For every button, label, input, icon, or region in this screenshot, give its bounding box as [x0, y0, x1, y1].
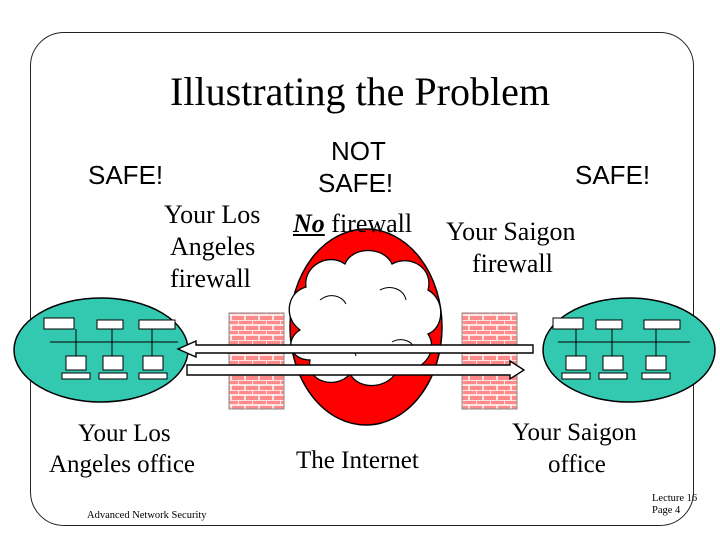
slide-frame — [30, 32, 694, 526]
la-firewall-wall — [228, 312, 285, 410]
computer-icon — [102, 355, 124, 371]
la-network-devices — [43, 317, 178, 380]
la-lan-oval — [13, 297, 189, 403]
hub-icon — [96, 319, 124, 330]
la-firewall-label-line2: Angeles — [170, 232, 256, 261]
no-emphasis: No — [293, 209, 325, 238]
saigon-firewall-label-line2: firewall — [472, 249, 553, 278]
computer-icon — [565, 355, 587, 371]
server-icon — [643, 319, 681, 330]
saigon-office-label-line1: Your Saigon — [512, 419, 637, 446]
arrow-to-saigon — [186, 359, 526, 381]
saigon-network-devices — [552, 317, 690, 380]
arrow-to-la — [176, 339, 534, 359]
la-office-label-line2: Angeles office — [49, 451, 196, 478]
no-firewall-label: No firewall — [293, 210, 412, 237]
saigon-firewall-label-line1: Your Saigon — [446, 217, 576, 246]
la-firewall-label-line1: Your Los — [164, 200, 261, 229]
not-safe-line1: NOT — [331, 136, 386, 166]
safe-right-label: SAFE! — [575, 160, 651, 190]
la-office-label-line1: Your Los — [78, 420, 171, 447]
safe-left-label: SAFE! — [88, 160, 164, 190]
computer-icon — [645, 355, 667, 371]
server-icon — [43, 317, 75, 330]
course-footer: Advanced Network Security — [87, 510, 207, 521]
lecture-number: Lecture 16 — [652, 493, 698, 504]
page-number: Page 4 — [652, 505, 681, 517]
computer-icon — [602, 355, 624, 371]
server-icon — [552, 317, 584, 330]
saigon-lan-oval — [542, 297, 716, 403]
server-icon — [138, 319, 176, 330]
la-firewall-label-line3: firewall — [170, 264, 251, 293]
slide-title: Illustrating the Problem — [170, 69, 550, 114]
internet-label: The Internet — [296, 447, 419, 474]
hub-icon — [595, 319, 623, 330]
not-safe-line2: SAFE! — [318, 168, 394, 198]
page-footer: Lecture 16 Page 4 — [652, 493, 697, 517]
saigon-office-label-line2: office — [548, 451, 606, 478]
computer-icon — [65, 355, 87, 371]
saigon-firewall-wall — [461, 312, 518, 410]
no-firewall-rest: firewall — [324, 209, 413, 238]
computer-icon — [142, 355, 164, 371]
